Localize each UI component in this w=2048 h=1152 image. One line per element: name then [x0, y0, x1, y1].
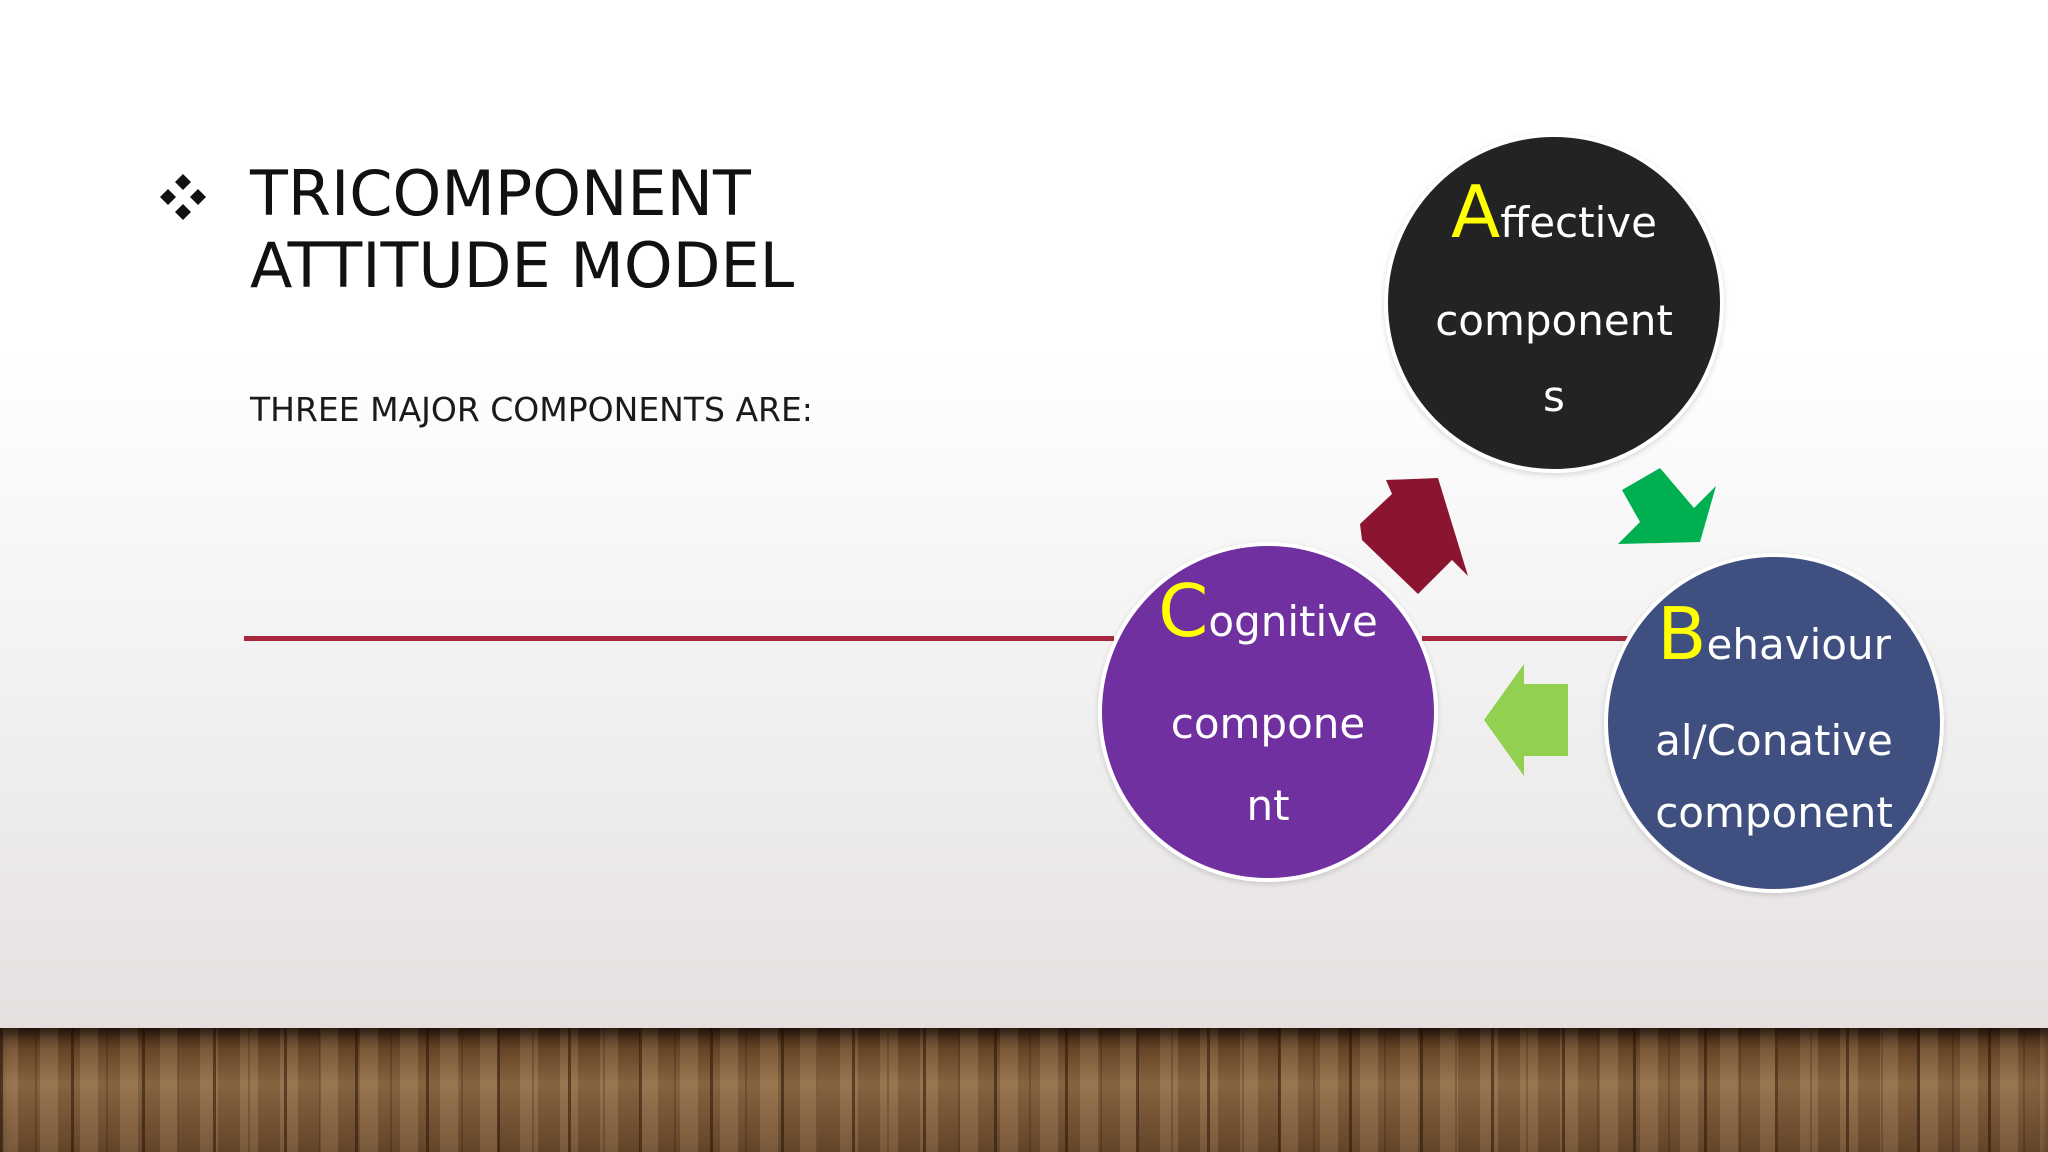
four-diamond-bullet-icon	[160, 174, 206, 220]
arrow-affective-to-behavioural	[1618, 468, 1716, 544]
behavioural-line-1-text: ehaviour	[1706, 620, 1891, 669]
cognitive-line-1-text: ognitive	[1208, 597, 1378, 646]
divider-line-left	[244, 636, 1114, 641]
behavioural-line-2: al/Conative	[1655, 716, 1893, 765]
affective-line-1: Affective	[1388, 171, 1720, 254]
behavioural-line-3: component	[1655, 788, 1893, 837]
cognitive-line-3: nt	[1246, 781, 1290, 830]
affective-line-3: s	[1543, 372, 1565, 421]
affective-component-circle: Affective component s	[1384, 133, 1724, 473]
cognitive-component-circle: Cognitive compone nt	[1098, 542, 1438, 882]
arrow-behavioural-to-cognitive	[1484, 664, 1568, 776]
behavioural-line-1: Behaviour	[1608, 593, 1940, 676]
cognitive-line-1: Cognitive	[1102, 570, 1434, 653]
slide-title: TRICOMPONENT ATTITUDE MODEL	[250, 158, 950, 302]
title-line-1: TRICOMPONENT	[250, 157, 751, 230]
wood-floor-background	[0, 1028, 2048, 1152]
divider-line-right	[1422, 636, 1632, 641]
subtitle: THREE MAJOR COMPONENTS ARE:	[250, 390, 813, 429]
affective-line-1-text: ffective	[1500, 198, 1657, 247]
behavioural-initial: B	[1657, 592, 1707, 676]
cognitive-initial: C	[1158, 569, 1209, 653]
wood-floor-seams	[0, 1028, 2048, 1152]
behavioural-component-circle: Behaviour al/Conative component	[1604, 553, 1944, 893]
arrow-cognitive-to-affective	[1360, 478, 1468, 594]
cognitive-line-2: compone	[1170, 699, 1366, 748]
title-line-2: ATTITUDE MODEL	[250, 229, 795, 302]
affective-initial: A	[1451, 170, 1501, 254]
affective-line-2: component	[1435, 296, 1673, 345]
